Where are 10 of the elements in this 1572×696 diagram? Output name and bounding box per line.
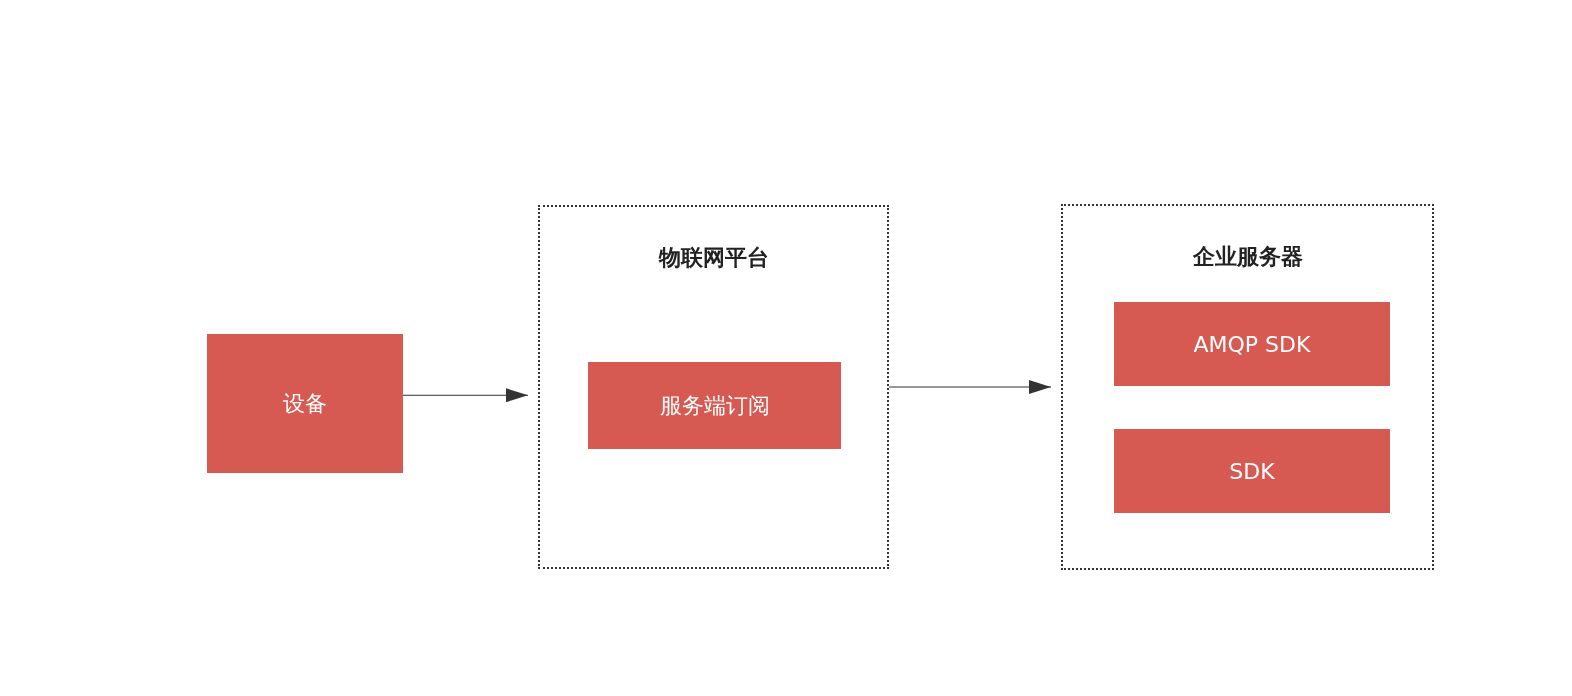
group-title: 物联网平台: [657, 244, 770, 272]
process-box: 设备: [207, 334, 403, 473]
process-box: 服务端订阅: [588, 362, 841, 449]
process-box: SDK: [1114, 429, 1390, 513]
arrow: [402, 388, 529, 403]
group-title: 企业服务器: [1191, 243, 1304, 271]
container-box: [1061, 204, 1434, 570]
container-box: [538, 205, 889, 569]
process-box: AMQP SDK: [1114, 302, 1390, 386]
arrow: [888, 380, 1052, 394]
